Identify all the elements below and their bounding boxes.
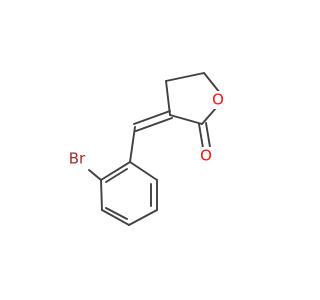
molecule-structure: O O Br: [68, 72, 224, 226]
bond-ar6-ar1: [129, 161, 158, 181]
ring-oxygen-label: O: [212, 91, 224, 109]
bond-o-ring-c2: [201, 107, 217, 125]
carbonyl-oxygen-label: O: [200, 147, 212, 165]
bond-carbonyl-b: [205, 122, 211, 148]
bond-c2-c3: [169, 114, 203, 125]
bond-c5-o-ring: [203, 72, 221, 94]
bond-ar1-ar2: [100, 161, 131, 181]
bond-carbonyl-a: [198, 123, 204, 149]
bond-c3-c4: [165, 80, 171, 116]
bond-exocyclic-a: [133, 110, 171, 125]
bond-aromatic-inner-1: [105, 168, 128, 183]
bond-ar2-ar3: [100, 179, 103, 211]
bromine-label: Br: [69, 150, 86, 168]
bond-exocyclic-b: [135, 117, 173, 132]
bond-vinyl-aryl: [129, 126, 136, 163]
bond-ar4-ar5: [128, 209, 158, 226]
bond-aromatic-inner-2: [105, 207, 128, 220]
structure-canvas: O O Br: [68, 72, 224, 226]
bond-c4-c5: [165, 72, 205, 82]
bond-ar3-ar4: [101, 209, 130, 226]
bond-ar-bromine: [88, 169, 102, 181]
